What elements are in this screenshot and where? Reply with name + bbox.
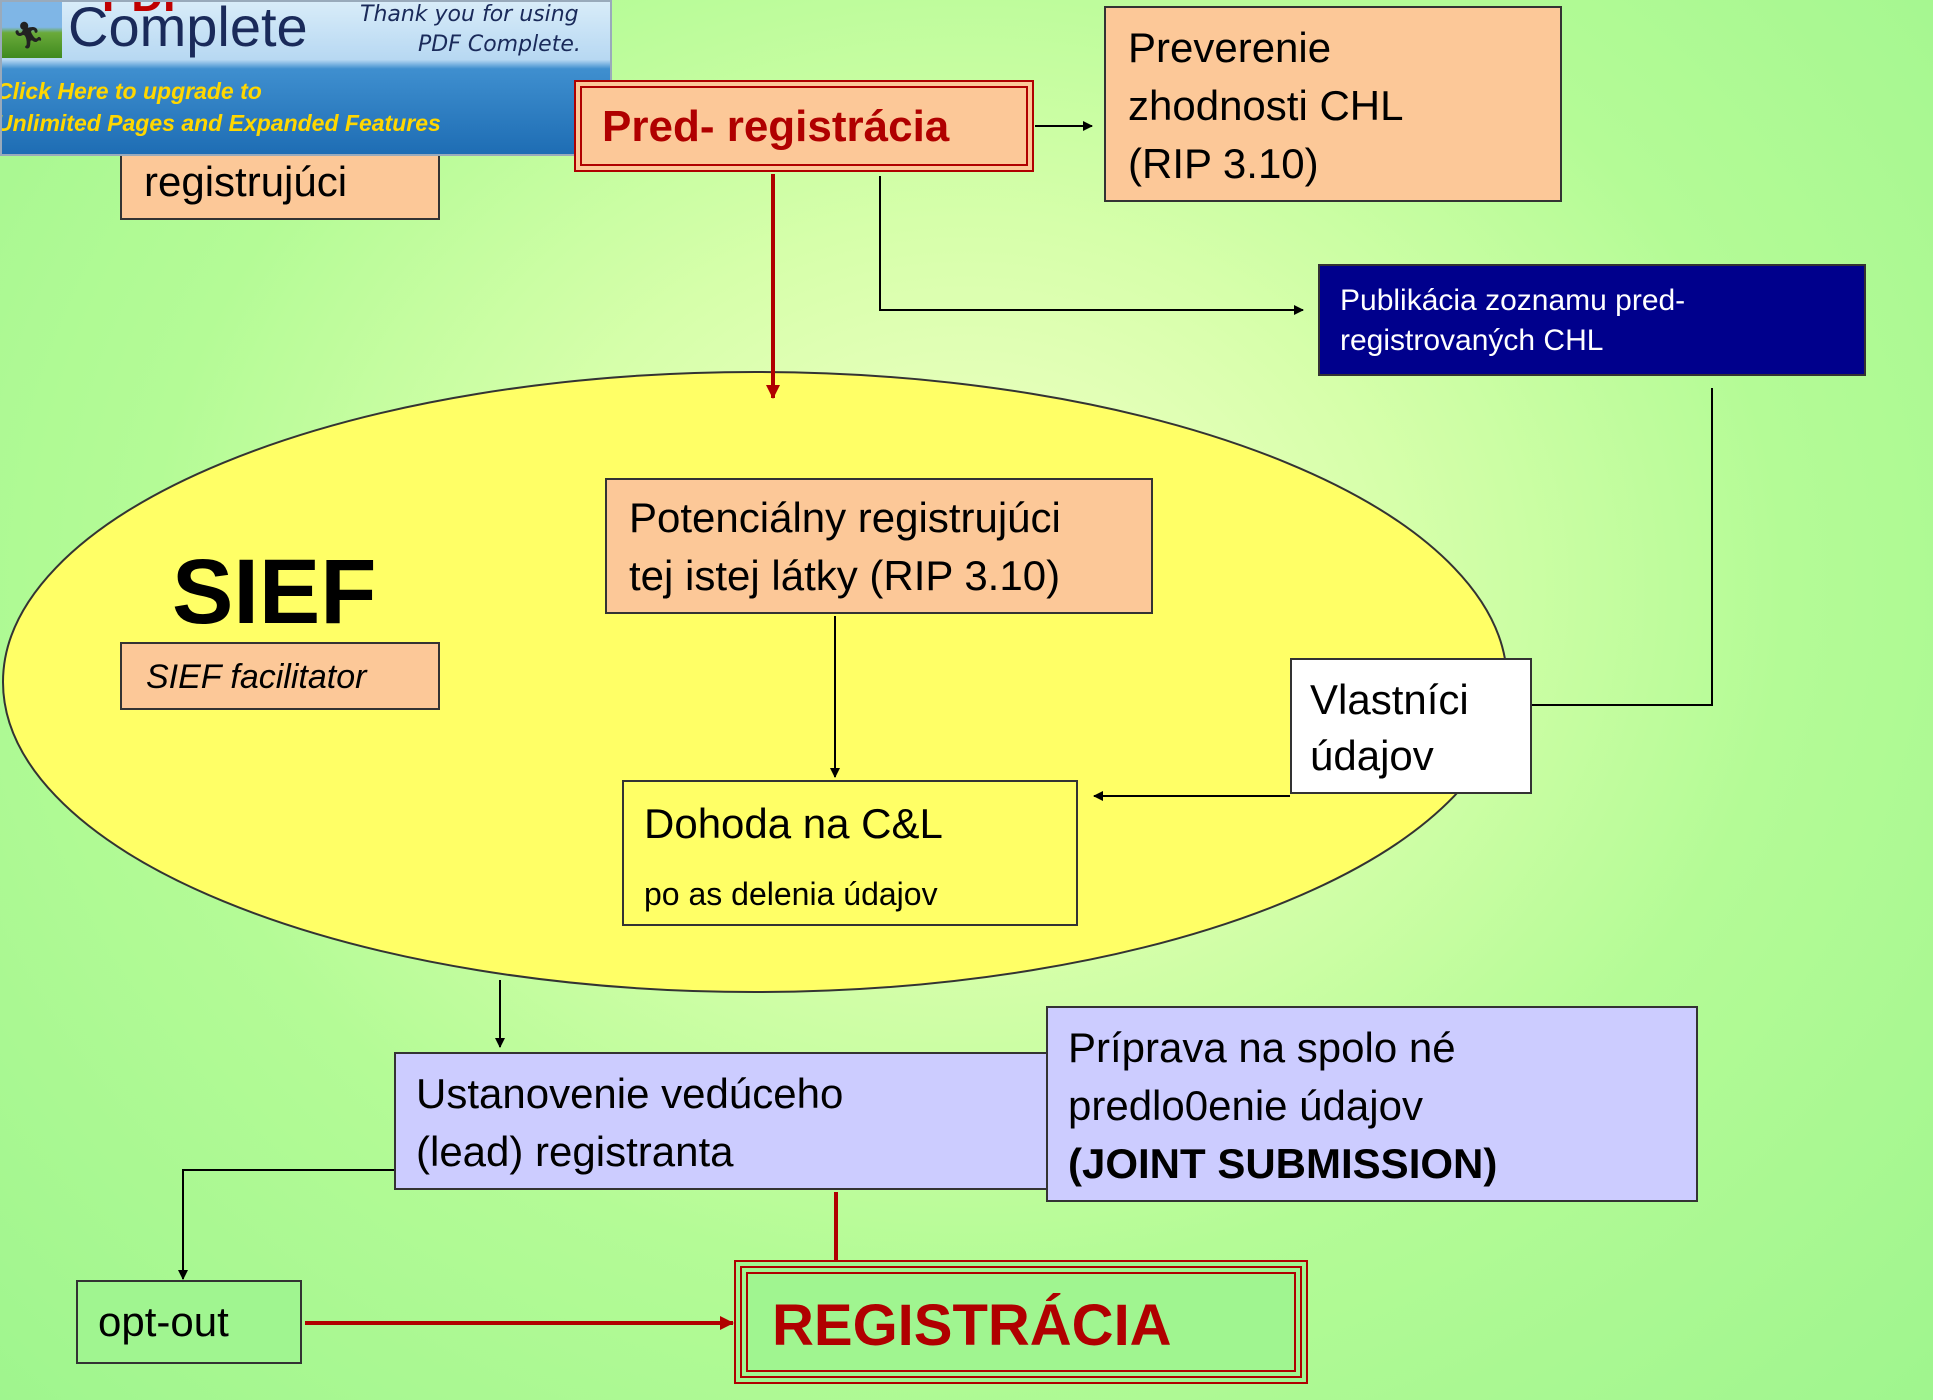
joint-line3: (JOINT SUBMISSION) <box>1068 1140 1498 1187</box>
lead-registrant-box: Ustanovenie vedúceho (lead) registranta <box>394 1052 1056 1190</box>
banner-thanks-line2: PDF Complete. <box>418 32 581 57</box>
banner-logo-image: 🏃︎ <box>2 2 62 58</box>
owners-line1: Vlastníci <box>1310 676 1469 723</box>
joint-submission-box: Príprava na spolo né predlo0enie údajov … <box>1046 1006 1698 1202</box>
banner-brand-pdf: PDF <box>102 2 190 22</box>
owners-line2: údajov <box>1310 732 1434 779</box>
publication-line2: registrovaných CHL <box>1340 324 1604 357</box>
sief-facilitator-label: SIEF facilitator <box>146 658 367 696</box>
potential-line2: tej istej látky (RIP 3.10) <box>629 552 1061 599</box>
registration-inner-border-2 <box>746 1272 1296 1372</box>
banner-upgrade-line1[interactable]: Click Here to upgrade to <box>0 78 262 104</box>
joint-line1: Príprava na spolo né <box>1068 1024 1456 1071</box>
potential-registrant-box: Potenciálny registrujúci tej istej látky… <box>605 478 1153 614</box>
runner-icon: 🏃︎ <box>12 20 46 50</box>
arrow-prereg-to-publication <box>879 176 1304 315</box>
agreement-line2: po as delenia údajov <box>644 876 938 912</box>
verification-line2: zhodnosti CHL <box>1128 82 1404 129</box>
joint-line2: predlo0enie údajov <box>1068 1082 1423 1129</box>
pre-registration-label: Pred- registrácia <box>602 102 950 151</box>
identity-verification-box: Preverenie zhodnosti CHL (RIP 3.10) <box>1104 6 1562 202</box>
verification-line3: (RIP 3.10) <box>1128 140 1319 187</box>
cl-agreement-box: Dohoda na C&L po as delenia údajov <box>622 780 1078 926</box>
arrow-lead-to-optout <box>178 1169 410 1280</box>
banner-brand-complete: Complete <box>68 0 308 58</box>
registration-label: REGISTRÁCIA <box>772 1293 1172 1358</box>
sief-title: SIEF <box>172 541 377 643</box>
registration-inner-border-1 <box>740 1266 1302 1378</box>
verification-line1: Preverenie <box>1128 24 1332 71</box>
banner-upgrade-line2[interactable]: Unlimited Pages and Expanded Features <box>0 110 441 136</box>
opt-out-box: opt-out <box>76 1280 302 1364</box>
arrow-publication-to-owners <box>1521 388 1713 710</box>
pdf-complete-banner[interactable]: 🏃︎ PDF Complete Thank you for using PDF … <box>0 0 612 156</box>
publication-list-box: Publikácia zoznamu pred- registrovaných … <box>1318 264 1866 376</box>
publication-line1: Publikácia zoznamu pred- <box>1340 284 1686 317</box>
banner-thanks-line1: Thank you for using <box>360 2 579 27</box>
opt-out-label: opt-out <box>98 1298 229 1345</box>
lead-line1: Ustanovenie vedúceho <box>416 1070 844 1117</box>
pre-registration-box: Pred- registrácia <box>574 80 1034 172</box>
pre-registration-inner-border <box>580 86 1028 166</box>
sief-facilitator-box: SIEF facilitator <box>120 642 440 710</box>
registration-box: REGISTRÁCIA <box>734 1260 1308 1384</box>
registrant-label: registrujúci <box>144 158 348 205</box>
agreement-line1: Dohoda na C&L <box>644 800 943 847</box>
data-owners-box: Vlastníci údajov <box>1290 658 1532 794</box>
potential-line1: Potenciálny registrujúci <box>629 494 1061 541</box>
lead-line2: (lead) registranta <box>416 1128 734 1175</box>
